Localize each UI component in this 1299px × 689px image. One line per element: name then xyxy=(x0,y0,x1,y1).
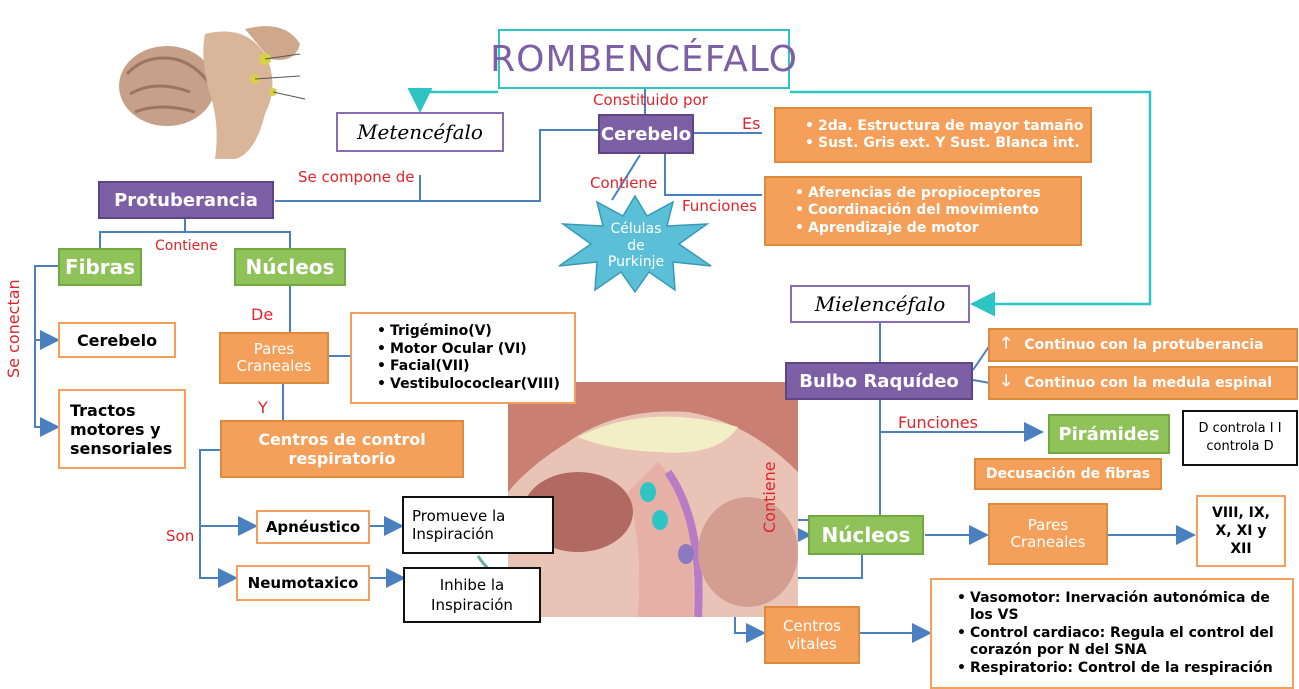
neumotaxico-desc-box: Inhibe la Inspiración xyxy=(403,567,541,623)
piramides-box: Pirámides xyxy=(1048,414,1170,454)
piramides-desc-box: D controla I I controla D xyxy=(1182,410,1298,466)
protuberancia-box: Protuberancia xyxy=(98,181,274,219)
pares-craneales-bulbo-box: Pares Craneales xyxy=(988,503,1108,565)
metencefalo-box: Metencéfalo xyxy=(336,112,504,152)
label-se-compone-de: Se compone de xyxy=(298,168,415,186)
diagram-title: ROMBENCÉFALO xyxy=(498,29,790,89)
par-craneal-item: Trigémino(V) xyxy=(390,323,560,341)
par-craneal-item: Vestibulococlear(VIII) xyxy=(390,376,560,394)
cerebelo-funcion-item: Coordinación del movimiento xyxy=(808,202,1041,220)
label-contiene-bulbo: Contiene xyxy=(760,461,779,533)
label-constituido-por: Constituido por xyxy=(593,91,708,109)
pares-craneales-protuberancia-box: Pares Craneales xyxy=(219,332,329,384)
apneustico-box: Apnéustico xyxy=(256,510,370,544)
centros-vitales-box: Centros vitales xyxy=(764,606,860,664)
par-craneal-item: Motor Ocular (VI) xyxy=(390,341,560,359)
cerebelo-funciones-list: Aferencias de propioceptores Coordinació… xyxy=(764,176,1082,246)
cerebelo-funcion-item: Aferencias de propioceptores xyxy=(808,185,1041,203)
centros-respiratorio-box: Centros de control respiratorio xyxy=(220,420,464,478)
conexion-cerebelo-box: Cerebelo xyxy=(58,322,176,358)
label-se-conectan: Se conectan xyxy=(4,279,23,378)
label-de: De xyxy=(251,305,273,324)
label-contiene-cerebelo: Contiene xyxy=(590,174,657,192)
cerebelo-es-item: 2da. Estructura de mayor tamaño xyxy=(818,118,1083,136)
cerebelo-es-list: 2da. Estructura de mayor tamaño Sust. Gr… xyxy=(774,107,1092,163)
cerebelo-box: Cerebelo xyxy=(598,114,694,154)
cerebelo-funcion-item: Aprendizaje de motor xyxy=(808,220,1041,238)
centro-vital-item: Vasomotor: Inervación autonómica de los … xyxy=(970,590,1292,625)
bulbo-raquideo-box: Bulbo Raquídeo xyxy=(785,362,973,400)
apneustico-desc-box: Promueve la Inspiración xyxy=(402,496,554,554)
pares-bulbo-desc-box: VIII, IX, X, XI y XII xyxy=(1196,495,1286,567)
centros-vitales-list: Vasomotor: Inervación autonómica de los … xyxy=(930,578,1294,689)
label-es: Es xyxy=(742,114,760,133)
centro-vital-item: Respiratorio: Control de la respiración xyxy=(970,660,1292,678)
nucleos-protuberancia-box: Núcleos xyxy=(234,248,346,286)
arrow-down-icon: 🡓 xyxy=(1002,370,1010,397)
label-y: Y xyxy=(258,398,268,417)
bulbo-arriba-box: 🡑 Continuo con la protuberancia xyxy=(988,328,1298,362)
decusacion-box: Decusación de fibras xyxy=(974,458,1162,490)
mielencefalo-box: Mielencéfalo xyxy=(790,285,970,323)
purkinje-label: Células de Purkinje xyxy=(600,214,672,278)
brainstem-illustration xyxy=(115,14,315,164)
cerebelo-es-item: Sust. Gris ext. Y Sust. Blanca int. xyxy=(818,135,1083,153)
pares-craneales-list: Trigémino(V) Motor Ocular (VI) Facial(VI… xyxy=(350,312,576,404)
label-contiene-protuberancia: Contiene xyxy=(155,238,218,254)
conexion-tractos-box: Tractos motores y sensoriales xyxy=(58,389,186,469)
arrow-up-icon: 🡑 xyxy=(1002,332,1010,359)
nucleos-bulbo-box: Núcleos xyxy=(808,515,924,555)
centro-vital-item: Control cardiaco: Regula el control del … xyxy=(970,625,1292,660)
bulbo-abajo-box: 🡓 Continuo con la medula espinal xyxy=(988,366,1298,400)
neumotaxico-box: Neumotaxico xyxy=(236,565,370,601)
label-son: Son xyxy=(166,527,194,545)
label-funciones-bulbo: Funciones xyxy=(898,413,978,432)
fibras-box: Fibras xyxy=(58,248,142,286)
par-craneal-item: Facial(VII) xyxy=(390,358,560,376)
